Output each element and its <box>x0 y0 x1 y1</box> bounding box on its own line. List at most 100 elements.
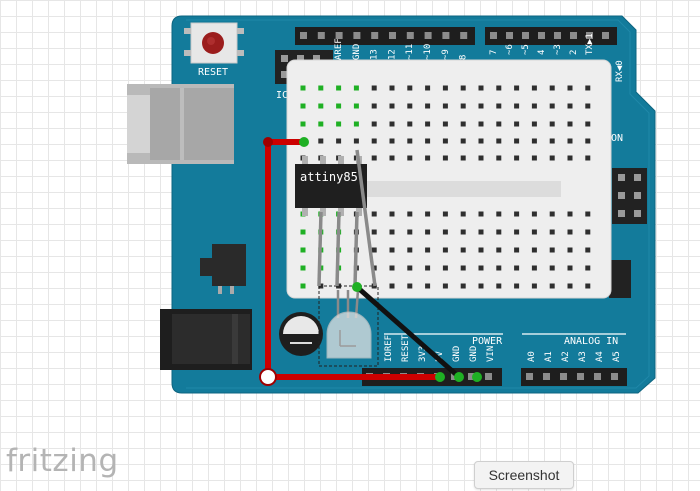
pin-label: 5V <box>435 351 445 362</box>
breadboard-hole <box>514 103 520 109</box>
header-pin <box>442 32 450 39</box>
breadboard-hole <box>460 103 466 109</box>
breadboard-hole <box>407 283 413 289</box>
breadboard-hole <box>389 85 395 91</box>
breadboard-hole <box>478 103 484 109</box>
breadboard-hole <box>585 283 591 289</box>
breadboard-hole <box>496 103 502 109</box>
breadboard-hole <box>585 155 591 161</box>
red-wire <box>259 137 445 386</box>
breadboard-hole <box>371 211 377 217</box>
right-side-chip <box>609 260 631 298</box>
breadboard-hole <box>478 265 484 271</box>
screenshot-button[interactable]: Screenshot <box>474 461 574 489</box>
breadboard-hole <box>460 121 466 127</box>
breadboard-hole <box>389 247 395 253</box>
breadboard-hole <box>353 121 359 127</box>
breadboard-hole <box>514 155 520 161</box>
breadboard-hole <box>549 138 555 144</box>
digital-header-right <box>485 27 617 45</box>
pin-label: A4 <box>595 351 605 362</box>
header-pin <box>468 373 475 380</box>
breadboard-hole <box>353 138 359 144</box>
breadboard-hole <box>514 121 520 127</box>
breadboard-hole <box>585 211 591 217</box>
breadboard-hole <box>585 247 591 253</box>
pin-label: A2 <box>561 351 571 362</box>
rgb-led[interactable] <box>318 285 379 367</box>
header-pin <box>353 32 361 39</box>
breadboard-hole <box>460 247 466 253</box>
breadboard-hole <box>407 247 413 253</box>
breadboard-hole <box>567 211 573 217</box>
breadboard-hole <box>300 247 306 253</box>
pin-label: IOREF <box>384 335 394 362</box>
breadboard-hole <box>478 283 484 289</box>
breadboard-hole <box>389 283 395 289</box>
breadboard-hole <box>549 229 555 235</box>
breadboard-hole <box>389 265 395 271</box>
icsp2-header <box>612 168 647 224</box>
fritzing-logo: fritzing <box>6 443 119 479</box>
breadboard-hole <box>371 155 377 161</box>
usb-connector <box>127 84 234 164</box>
pin-label: ~3 <box>553 44 563 55</box>
header-pin <box>389 32 396 39</box>
voltage-regulator <box>200 244 246 294</box>
breadboard-hole <box>549 247 555 253</box>
pin-label: A1 <box>544 351 554 362</box>
breadboard-hole <box>442 229 448 235</box>
breadboard-hole <box>531 103 537 109</box>
breadboard-hole <box>478 155 484 161</box>
breadboard-hole <box>567 121 573 127</box>
breadboard-hole <box>549 103 555 109</box>
chip-label: attiny85 <box>300 170 358 184</box>
breadboard-hole <box>478 247 484 253</box>
attiny85-chip[interactable] <box>295 156 367 216</box>
breadboard-hole <box>460 211 466 217</box>
breadboard-hole <box>425 211 431 217</box>
breadboard-hole <box>460 229 466 235</box>
breadboard-hole <box>531 283 537 289</box>
pin-label: A3 <box>578 351 588 362</box>
breadboard-hole <box>371 121 377 127</box>
breadboard-hole <box>478 138 484 144</box>
breadboard-hole <box>442 283 448 289</box>
breadboard-hole <box>585 85 591 91</box>
pin-label: ~6 <box>505 44 515 55</box>
breadboard-hole <box>425 155 431 161</box>
pin-label: RESET <box>401 334 411 362</box>
breadboard-hole <box>496 138 502 144</box>
reset-label: RESET <box>198 67 228 78</box>
header-pin <box>586 32 593 39</box>
breadboard-hole <box>567 247 573 253</box>
breadboard-hole <box>514 247 520 253</box>
breadboard-hole <box>353 85 359 91</box>
breadboard-hole <box>425 283 431 289</box>
analog-label: ANALOG IN <box>564 336 618 347</box>
pin-label: VIN <box>486 346 496 362</box>
on-led-label: ON <box>611 133 623 144</box>
breadboard-hole <box>407 211 413 217</box>
breadboard-hole <box>549 85 555 91</box>
breadboard-hole <box>549 283 555 289</box>
pin-label: AREF <box>334 38 344 60</box>
breadboard-hole <box>425 138 431 144</box>
digital-header-left <box>295 27 475 45</box>
breadboard-hole <box>389 155 395 161</box>
breadboard-hole <box>478 85 484 91</box>
breadboard-hole <box>300 265 306 271</box>
breadboard-hole <box>407 121 413 127</box>
breadboard-hole <box>514 138 520 144</box>
pin-label: TX▶1 <box>585 33 595 55</box>
breadboard-hole <box>514 229 520 235</box>
header-pin <box>611 373 618 380</box>
breadboard-hole <box>336 85 342 91</box>
reset-button[interactable] <box>184 22 244 64</box>
breadboard-hole <box>389 211 395 217</box>
breadboard-hole <box>496 229 502 235</box>
breadboard-hole <box>531 155 537 161</box>
breadboard-hole <box>336 103 342 109</box>
breadboard-hole <box>496 155 502 161</box>
gray-wires <box>317 149 377 287</box>
